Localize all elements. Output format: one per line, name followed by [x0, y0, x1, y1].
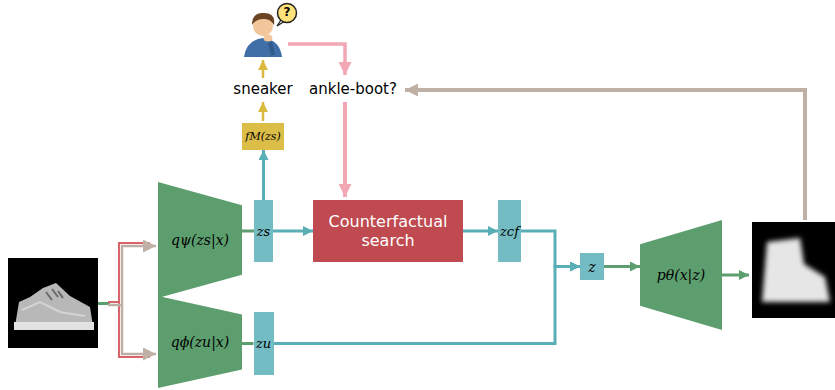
- node-text: pθ(x|z): [657, 267, 705, 283]
- input-image: [8, 258, 98, 348]
- node-text: qϕ(zu|x): [171, 334, 229, 350]
- node-text: Counterfactual search: [323, 212, 453, 250]
- node-text: zcf: [500, 224, 519, 239]
- node-text: qψ(zs|x): [171, 232, 229, 248]
- connector-arrow: [273, 230, 313, 233]
- latent-bar: zs: [254, 200, 273, 262]
- connector-arrow: [521, 231, 580, 267]
- output-image: [752, 222, 835, 318]
- connector-arrow: [242, 230, 254, 233]
- latent-box: z: [580, 253, 604, 280]
- encoder-trapezoid: qϕ(zu|x): [158, 296, 242, 388]
- feedback-arrow: [405, 90, 805, 220]
- decoder-trapezoid: pθ(x|z): [640, 220, 722, 330]
- latent-bar: zu: [254, 312, 274, 375]
- output-arrow: [722, 274, 749, 277]
- connector-arrow: [463, 230, 498, 233]
- process-box: Counterfactual search: [313, 200, 463, 262]
- connector-arrow: [262, 150, 265, 200]
- target-arrow: [343, 102, 347, 197]
- node-text: fM(zs): [245, 130, 280, 143]
- connector-arrow: [242, 342, 254, 345]
- question-mark: ?: [284, 5, 291, 19]
- encoder-trapezoid: qψ(zs|x): [158, 182, 242, 298]
- prediction-label: sneaker: [233, 80, 292, 98]
- connector-arrow: [274, 267, 581, 344]
- node-text: zu: [256, 336, 271, 351]
- classifier-box: fM(zs): [242, 123, 284, 150]
- node-text: z: [588, 259, 595, 275]
- node-text: zs: [257, 224, 271, 239]
- connector-arrow: [604, 265, 640, 268]
- user-arrow: [288, 44, 345, 75]
- query-label: ankle-boot?: [309, 80, 397, 98]
- input-branch-arrow: [98, 243, 156, 357]
- query-arrow: [262, 60, 265, 78]
- latent-bar: zcf: [498, 200, 521, 262]
- person-icon: [244, 4, 297, 58]
- classifier-arrow: [262, 102, 265, 121]
